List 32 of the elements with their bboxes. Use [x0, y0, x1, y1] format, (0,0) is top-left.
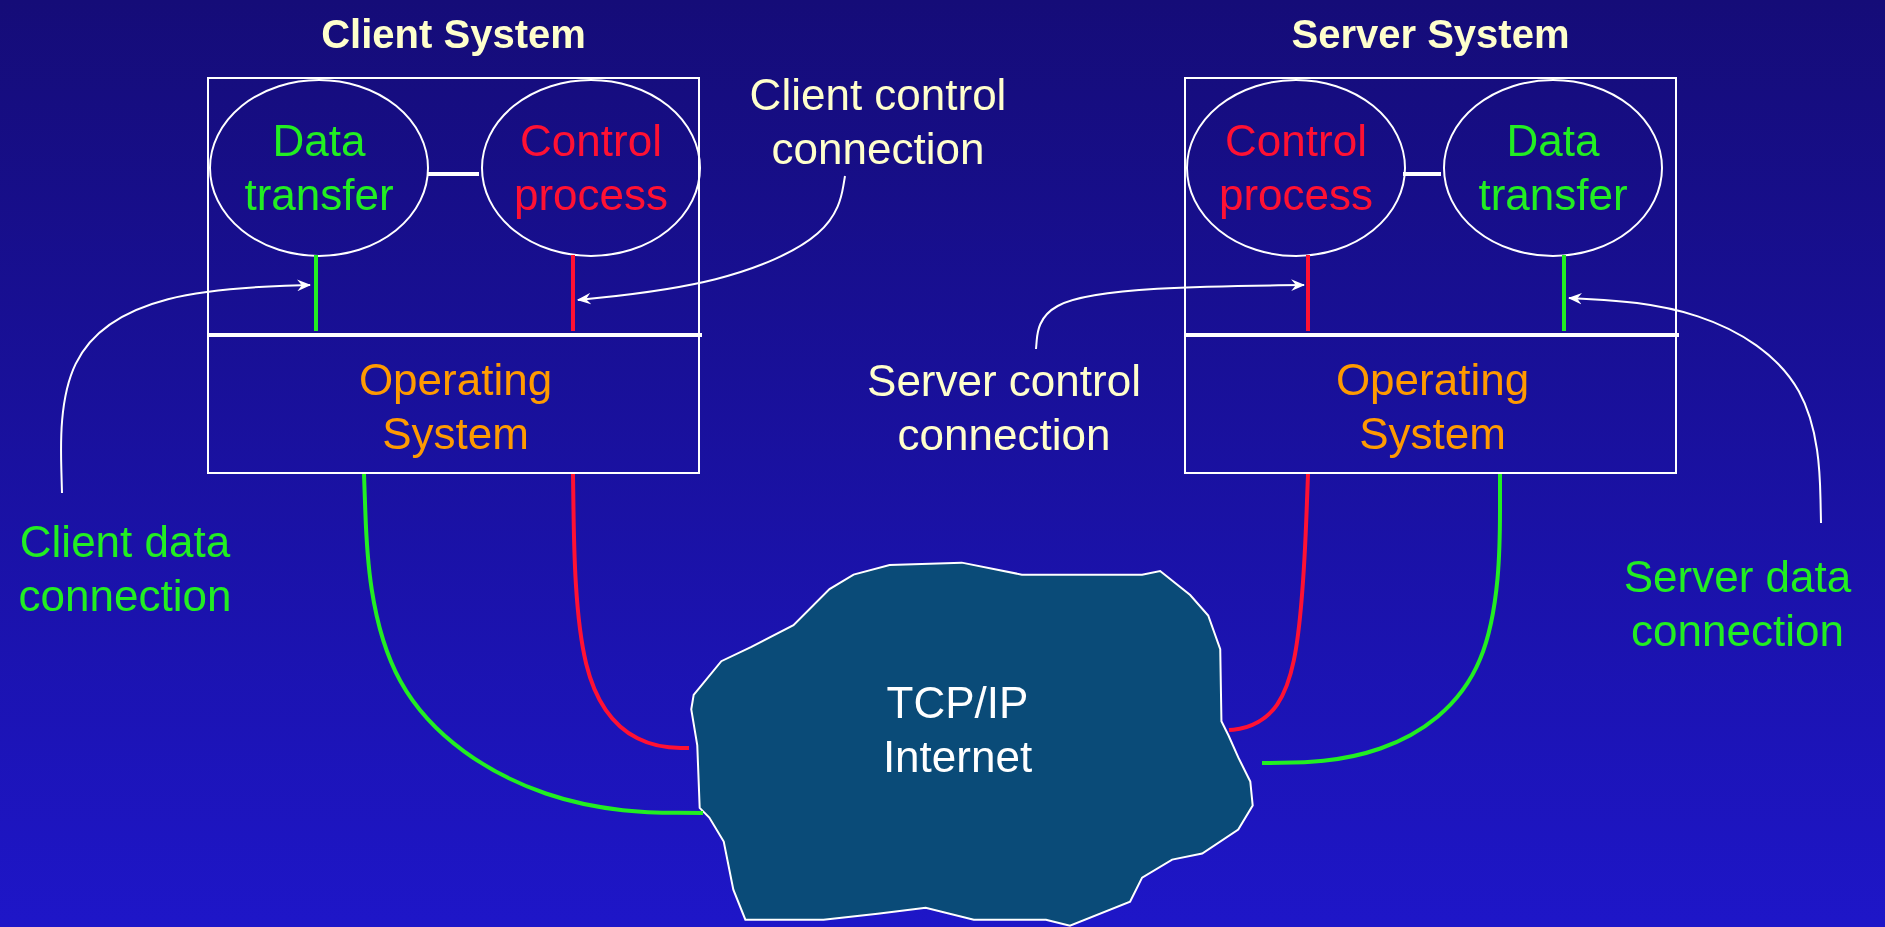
connection-line — [571, 473, 689, 750]
connection-label: Client control connection — [718, 68, 1038, 176]
process-ellipse — [481, 79, 701, 257]
band-label: Operating System — [357, 353, 554, 460]
connection-line — [314, 255, 318, 331]
leader-arrow — [576, 175, 846, 305]
network-cloud — [691, 563, 1254, 926]
process-ellipse — [209, 79, 429, 257]
process-label: Control process — [512, 115, 670, 221]
system-title: Server System — [1290, 11, 1571, 58]
leader-arrow — [1035, 279, 1306, 350]
band-label: Operating System — [1334, 353, 1531, 460]
connection-line — [1228, 473, 1310, 732]
cloud-label: TCP/IP Internet — [881, 676, 1034, 783]
process-label: Data transfer — [1477, 115, 1629, 221]
process-label: Control process — [1217, 115, 1375, 221]
connection-label: Server data connection — [1590, 550, 1885, 658]
connection-label: Server control connection — [844, 354, 1164, 462]
connection-label: Client data connection — [0, 515, 250, 623]
connection-line — [362, 473, 703, 815]
leader-arrow — [1567, 292, 1822, 524]
connection-line — [1403, 172, 1441, 176]
connection-line — [1562, 255, 1566, 331]
connection-line — [427, 172, 479, 176]
process-ellipse — [1186, 79, 1406, 257]
connection-line — [1306, 255, 1310, 331]
process-ellipse — [1443, 79, 1663, 257]
connection-line — [1262, 474, 1502, 765]
leader-arrow — [60, 279, 312, 494]
connection-line — [571, 255, 575, 331]
system-title: Client System — [320, 11, 587, 58]
process-label: Data transfer — [243, 115, 395, 221]
